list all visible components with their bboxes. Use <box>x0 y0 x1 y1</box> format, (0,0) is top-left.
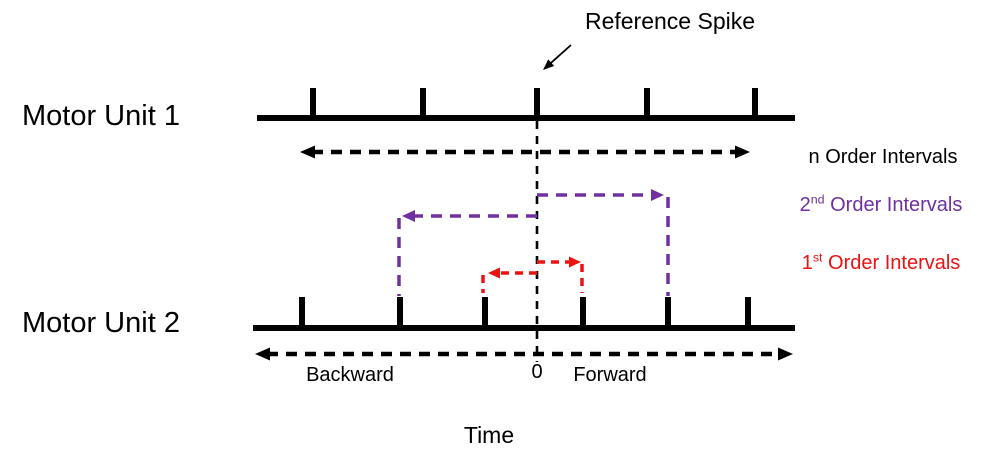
second-order-backward-arrow-head <box>402 210 415 222</box>
second-order-number: 2 <box>799 194 811 216</box>
backward-axis-label: Backward <box>306 364 394 386</box>
reference-spike-pointer-arrow-head <box>543 59 555 70</box>
second-order-forward-arrow-head <box>651 189 664 201</box>
first-order-backward-arrow-head <box>488 267 500 279</box>
first-order-ordinal-suffix: st <box>812 250 823 265</box>
time-axis-label: Time <box>463 422 515 448</box>
n-order-intervals-arrow-head <box>300 145 315 159</box>
n-order-intervals-label: n Order Intervals <box>808 146 958 168</box>
second-order-intervals-label: 2nd Order Intervals <box>799 192 963 216</box>
time-axis-arrow-head <box>778 347 793 361</box>
reference-spike-pointer-arrow <box>548 44 572 66</box>
first-order-number: 1 <box>801 252 813 274</box>
motor-unit-1-label: Motor Unit 1 <box>22 100 180 132</box>
second-order-text: Order Intervals <box>824 194 963 216</box>
first-order-text: Order Intervals <box>822 252 961 274</box>
second-order-ordinal-suffix: nd <box>810 192 825 207</box>
first-order-intervals-label: 1st Order Intervals <box>801 250 961 274</box>
first-order-forward-arrow-head <box>569 256 581 268</box>
time-axis-arrow-head <box>255 347 270 361</box>
forward-axis-label: Forward <box>573 364 647 386</box>
zero-axis-label: 0 <box>531 361 543 383</box>
motor-unit-2-label: Motor Unit 2 <box>22 307 180 339</box>
reference-spike-label: Reference Spike <box>584 8 756 34</box>
n-order-intervals-arrow-head <box>735 145 750 159</box>
